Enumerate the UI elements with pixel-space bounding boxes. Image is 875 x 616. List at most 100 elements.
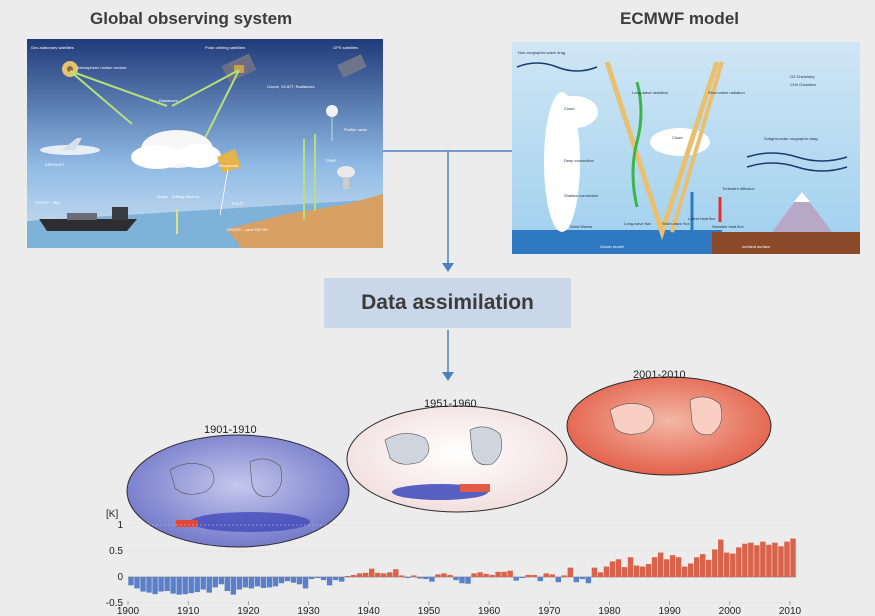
geo-satellite-label: Geo-stationary satellites: [31, 45, 74, 50]
bar-1906: [164, 577, 170, 592]
bar-1947: [411, 575, 417, 577]
cloud-label-1: Cloud: [564, 106, 574, 111]
bar-1930: [308, 577, 315, 580]
bar-1907: [170, 577, 176, 594]
bar-2006: [766, 544, 772, 577]
chart-bars: [128, 538, 796, 595]
bar-1992: [681, 566, 688, 577]
o3-chemistry-label: O3 Chemistry: [790, 74, 814, 79]
map-1951-1960: [346, 405, 568, 513]
bar-2005: [760, 541, 766, 577]
bar-1924: [272, 577, 279, 587]
x-tick-label-1900: 1900: [117, 606, 140, 616]
bar-2001: [736, 547, 742, 577]
radar-dish-icon: [337, 166, 355, 189]
mountain-shape: [772, 192, 832, 232]
bar-1918: [236, 577, 243, 590]
x-tick-label-1920: 1920: [237, 606, 260, 616]
bar-2002: [742, 543, 748, 577]
bar-2007: [772, 542, 778, 577]
bar-1922: [260, 577, 267, 588]
turbulent-diffusion-label: Turbulent diffusion: [722, 186, 755, 191]
buoys-label: Buoys - Drifting Moored: [157, 194, 199, 199]
period-label-1901: 1901-1910: [204, 424, 257, 436]
bar-1900: [128, 577, 134, 586]
bar-1917: [230, 577, 237, 595]
bar-1961: [495, 571, 501, 577]
bar-1982: [621, 567, 628, 577]
temp-label: TEMP: [325, 158, 336, 163]
period-label-2001: 2001-2010: [633, 369, 686, 381]
bar-1939: [363, 572, 369, 577]
bar-1940: [369, 568, 375, 577]
shortwave-label: Short-wave radiation: [708, 90, 745, 95]
bar-1903: [146, 577, 152, 593]
bar-1962: [501, 571, 507, 577]
bar-1974: [573, 577, 580, 583]
bar-1996: [706, 559, 712, 577]
gps-satellite-icon: [337, 54, 367, 78]
bar-1925: [278, 577, 285, 584]
bar-1915: [218, 577, 224, 585]
subgrid-drag-label: Subgrid-scale orographic drag: [764, 136, 818, 141]
x-tick-label-1940: 1940: [358, 606, 381, 616]
bar-1963: [507, 570, 513, 577]
bar-1989: [663, 559, 670, 577]
bar-1957: [471, 573, 477, 577]
bar-1966: [525, 574, 531, 577]
aircraft-label: AIRCRAFT: [45, 162, 66, 167]
bar-2004: [754, 545, 760, 577]
y-tick-label-2: 0.5: [109, 546, 123, 557]
bar-1973: [567, 567, 574, 577]
y-tick-label-1: 0: [117, 572, 123, 583]
bar-1933: [326, 577, 333, 586]
observing-system-title: Global observing system: [90, 9, 293, 28]
x-tick-label-1990: 1990: [658, 606, 681, 616]
ocean-model-label: Ocean model: [600, 244, 624, 249]
bar-1975: [579, 577, 586, 580]
shortwave-flux-label: Short-wave flux: [662, 221, 690, 226]
deep-convection-cloud: [544, 92, 598, 232]
x-tick-label-1910: 1910: [177, 606, 200, 616]
bar-1967: [531, 574, 537, 577]
y-tick-label-0: -0.5: [106, 598, 124, 609]
bar-1979: [603, 566, 610, 577]
bar-1980: [609, 561, 616, 577]
longwave-flux-label: Long-wave flux: [624, 221, 651, 226]
ocean-strip: [512, 230, 722, 254]
x-tick-label-1980: 1980: [598, 606, 621, 616]
deep-convection-label: Deep convection: [564, 158, 594, 163]
bar-1949: [423, 577, 429, 580]
land-strip: [712, 232, 860, 254]
bar-2008: [778, 546, 784, 577]
bar-1919: [242, 577, 249, 588]
bar-1990: [669, 555, 676, 577]
bar-1945: [399, 575, 405, 577]
bar-1901: [134, 577, 140, 589]
bar-1984: [633, 565, 640, 577]
sensible-heat-label: Sensible heat flux: [712, 224, 744, 229]
bar-1986: [645, 564, 652, 577]
bar-1978: [597, 572, 604, 577]
bar-1910: [188, 577, 194, 594]
bar-1905: [158, 577, 164, 592]
x-tick-label-1960: 1960: [478, 606, 501, 616]
bar-1953: [447, 574, 453, 577]
bar-1913: [206, 577, 212, 593]
bar-1944: [393, 569, 399, 577]
orographic-label: Non-orographic wave drag: [518, 50, 565, 55]
bar-1954: [453, 577, 459, 581]
wind-waves-label: Wind Waves: [570, 224, 592, 229]
ship-label: SYNOP - Ship: [35, 200, 61, 205]
latent-heat-label: Latent heat flux: [688, 216, 715, 221]
bar-1932: [320, 577, 327, 581]
longwave-label: Long-wave radiation: [632, 90, 668, 95]
bar-2000: [730, 553, 736, 577]
cloud-label-2: Cloud: [672, 135, 682, 140]
x-tick-label-1950: 1950: [418, 606, 441, 616]
balloon-icon: [326, 105, 338, 141]
bar-1902: [140, 577, 146, 592]
bar-1938: [356, 573, 363, 577]
bar-1927: [290, 577, 297, 583]
bar-1991: [675, 557, 682, 577]
